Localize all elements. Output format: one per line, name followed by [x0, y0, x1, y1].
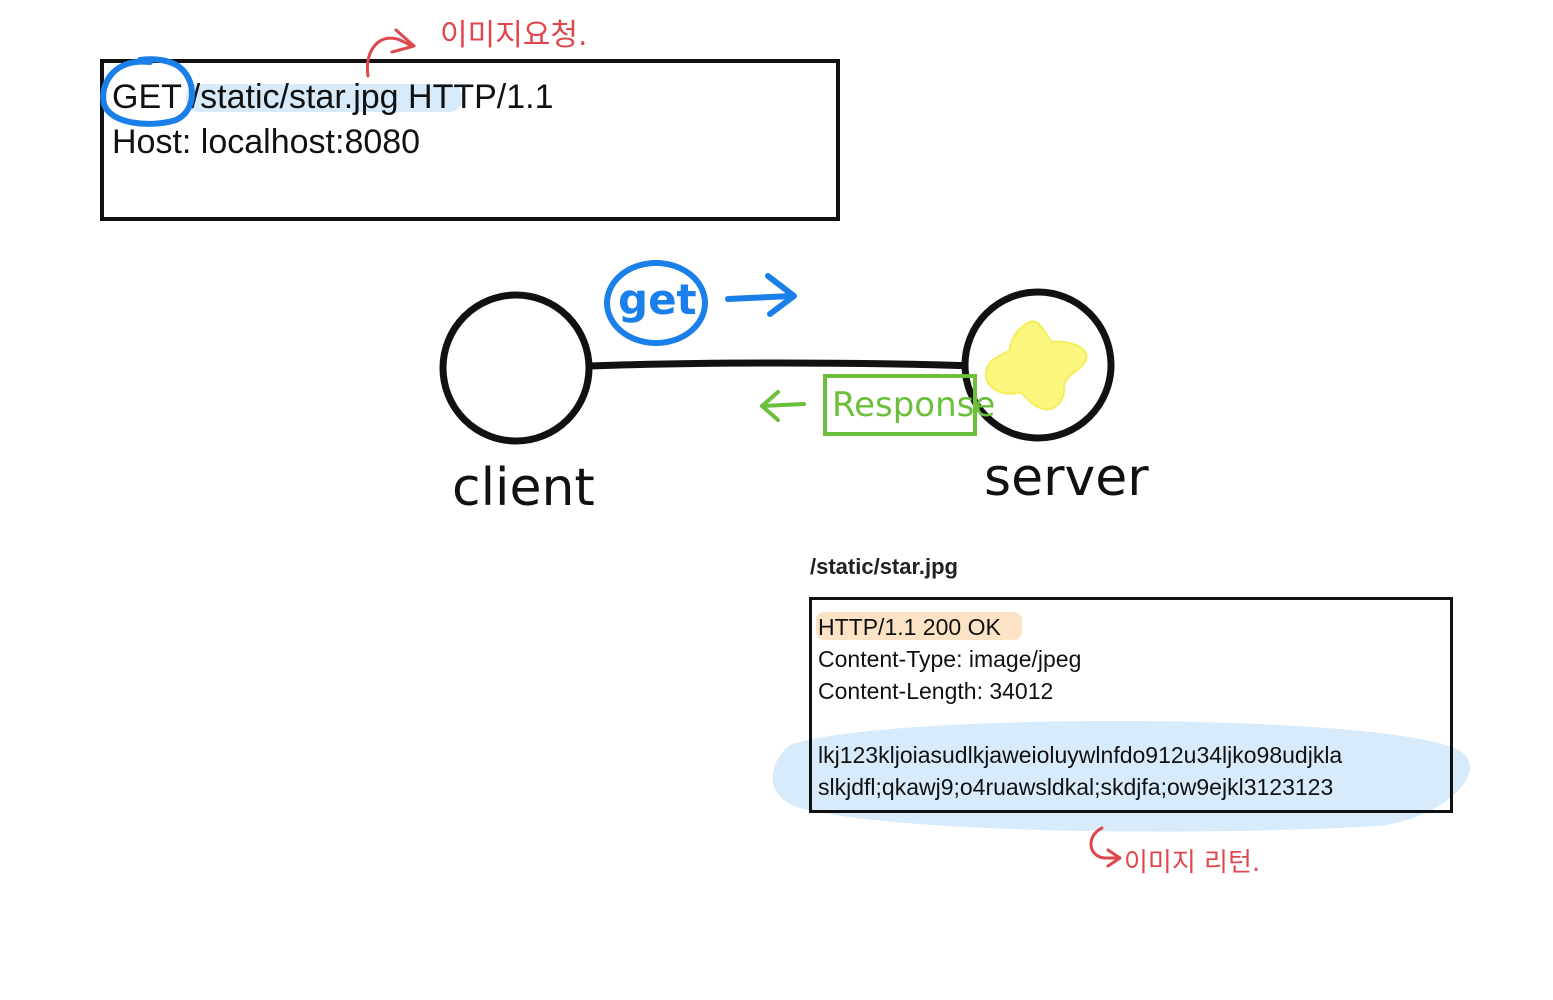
client-label: client — [452, 458, 595, 518]
request-annotation-label: 이미지요청. — [440, 18, 588, 53]
response-annotation-arrow — [1089, 826, 1120, 860]
get-badge-label: get — [618, 275, 697, 324]
client-node — [439, 291, 593, 445]
star-icon — [984, 320, 1088, 411]
response-title: /static/star.jpg — [810, 554, 958, 579]
connection-line — [586, 359, 980, 370]
response-body-line-2: slkjdfl;qkawj9;o4ruawsldkal;skdjfa;ow9ej… — [818, 774, 1334, 800]
get-direction-arrowhead — [765, 273, 797, 317]
response-annotation-label: 이미지 리턴. — [1124, 848, 1261, 878]
response-direction-arrow-shaft — [760, 402, 806, 408]
status-line-highlight — [816, 612, 1022, 640]
response-badge-label: Response — [832, 385, 996, 425]
response-annotation-arrowhead — [1106, 848, 1122, 868]
response-badge-box — [823, 374, 977, 436]
request-path-highlight — [186, 84, 462, 112]
get-badge-ellipse — [604, 260, 708, 346]
response-body-line-1: lkj123kljoiasudlkjaweioluywlnfdo912u34lj… — [818, 742, 1343, 768]
response-header-content-length: Content-Length: 34012 — [818, 678, 1054, 704]
response-direction-arrowhead — [760, 390, 780, 422]
request-box — [100, 59, 840, 221]
response-header-content-type: Content-Type: image/jpeg — [818, 646, 1082, 672]
get-keyword-circle — [100, 56, 195, 127]
request-annotation-arrow — [365, 36, 414, 78]
request-line-2: Host: localhost:8080 — [112, 123, 421, 161]
response-status-line: HTTP/1.1 200 OK — [818, 614, 1001, 640]
response-box — [809, 597, 1453, 813]
body-highlight-ellipse — [772, 721, 1470, 832]
server-label: server — [984, 448, 1149, 508]
request-annotation-arrowhead — [390, 28, 416, 54]
get-direction-arrow-shaft — [725, 293, 795, 302]
